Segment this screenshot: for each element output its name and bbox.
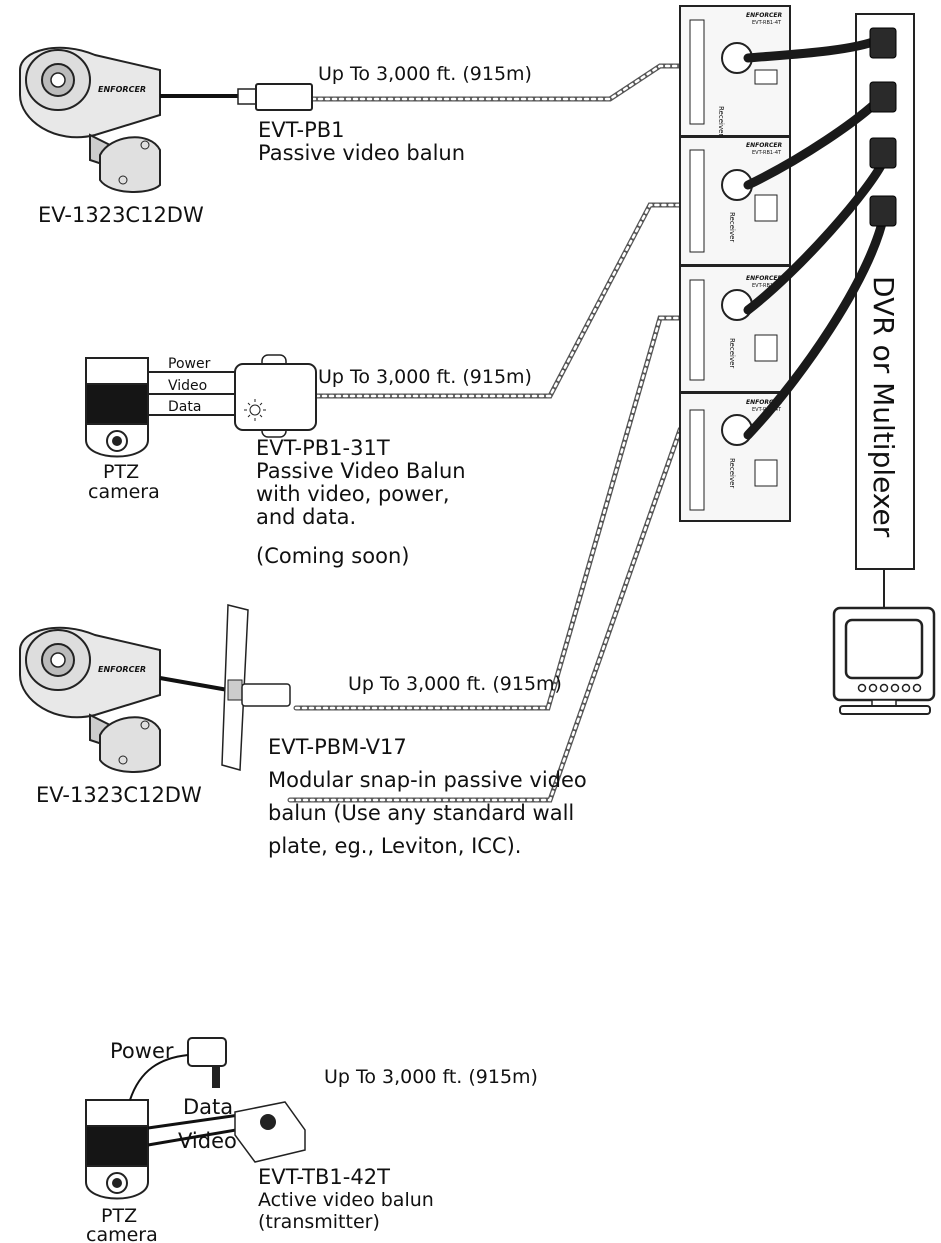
receiver4-label: Receiver	[728, 458, 736, 488]
camera1-brand: ENFORCER	[98, 85, 146, 94]
balun2-note: (Coming soon)	[256, 544, 409, 568]
balun1-device	[238, 84, 312, 110]
balun4-model: EVT-TB1-42T	[258, 1165, 390, 1189]
balun1-distance: Up To 3,000 ft. (915m)	[318, 63, 532, 85]
balun3-desc-line2: balun (Use any standard wall	[268, 801, 574, 825]
balun3-model: EVT-PBM-V17	[268, 735, 407, 759]
balun2-distance: Up To 3,000 ft. (915m)	[318, 366, 532, 388]
balun4-desc-line1: Active video balun	[258, 1189, 434, 1211]
ptz1-wire-video: Video	[168, 378, 207, 394]
balun4-desc-line2: (transmitter)	[258, 1211, 380, 1233]
balun2-model: EVT-PB1-31T	[256, 436, 390, 460]
receiver1-brand: ENFORCER	[746, 12, 782, 19]
ptz2-label2: camera	[86, 1224, 158, 1243]
receiver1-label: Receiver	[717, 106, 725, 136]
monitor-icon	[834, 570, 934, 714]
bullet-camera-1: ENFORCER	[20, 48, 238, 192]
ptz2-wire-video: Video	[178, 1129, 237, 1153]
balun2-desc-line2: with video, power,	[256, 482, 450, 506]
receiver-stack: ENFORCER EVT-RB1-4T Receiver ENFORCER EV…	[680, 6, 790, 521]
receiver2-label: Receiver	[728, 212, 736, 242]
camera2-brand: ENFORCER	[98, 665, 146, 674]
camera1-model: EV-1323C12DW	[38, 203, 204, 227]
receiver2-model: EVT-RB1-4T	[752, 150, 782, 156]
ptz-camera-1	[86, 358, 235, 457]
receiver-unit-2: ENFORCER EVT-RB1-4T Receiver	[680, 137, 790, 265]
balun2-device	[235, 355, 316, 437]
receiver-unit-1: ENFORCER EVT-RB1-4T Receiver	[680, 6, 790, 136]
balun2-desc-line3: and data.	[256, 505, 356, 529]
camera2-model: EV-1323C12DW	[36, 783, 202, 807]
balun1-desc: Passive video balun	[258, 141, 465, 165]
balun3-desc-line3: plate, eg., Leviton, ICC).	[268, 834, 521, 858]
balun1-model: EVT-PB1	[258, 118, 345, 142]
bullet-camera-2: ENFORCER	[20, 628, 228, 772]
ptz2-wire-power: Power	[110, 1039, 174, 1063]
ptz1-label1: PTZ	[103, 461, 139, 483]
receiver3-label: Receiver	[728, 338, 736, 368]
receiver2-brand: ENFORCER	[746, 142, 782, 149]
ptz2-wire-data: Data	[183, 1095, 233, 1119]
dvr-label: DVR or Multiplexer	[867, 276, 900, 538]
balun3-desc-line1: Modular snap-in passive video	[268, 768, 587, 792]
ptz1-wire-power: Power	[168, 356, 211, 372]
ptz1-wire-data: Data	[168, 399, 201, 415]
balun2-desc-line1: Passive Video Balun	[256, 459, 466, 483]
balun3-distance: Up To 3,000 ft. (915m)	[348, 673, 562, 695]
balun4-distance: Up To 3,000 ft. (915m)	[324, 1066, 538, 1088]
ptz1-label2: camera	[88, 481, 160, 503]
receiver1-model: EVT-RB1-4T	[752, 20, 782, 26]
